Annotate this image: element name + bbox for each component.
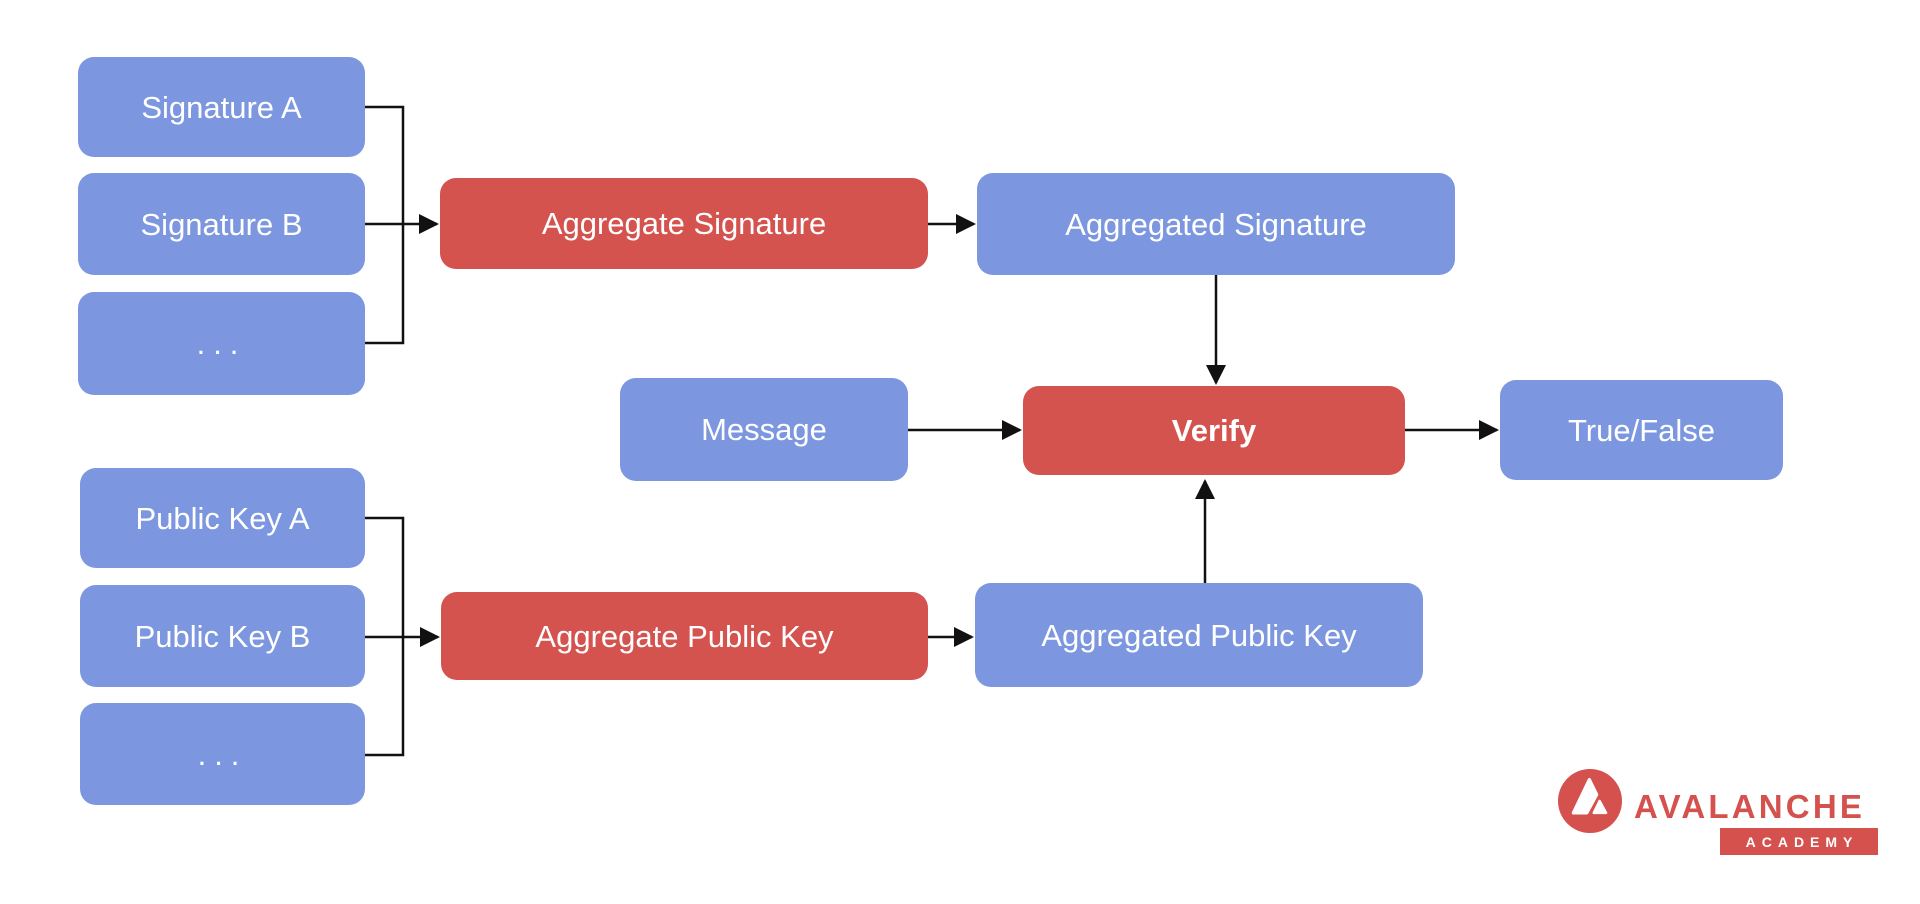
node-aggregated-public-key-label: Aggregated Public Key: [1041, 617, 1357, 653]
avalanche-logo-icon: [1558, 769, 1622, 833]
node-aggregated-public-key: Aggregated Public Key: [975, 583, 1423, 687]
node-signature-b-label: Signature B: [140, 206, 303, 242]
node-public-key-a: Public Key A: [80, 468, 365, 568]
avalanche-wordmark: AVALANCHE: [1634, 788, 1866, 825]
node-verify-label: Verify: [1171, 413, 1257, 448]
node-message-label: Message: [701, 412, 827, 447]
node-aggregate-signature: Aggregate Signature: [440, 178, 928, 269]
node-aggregate-signature-label: Aggregate Signature: [541, 206, 827, 241]
node-public-key-more: ...: [80, 703, 365, 805]
node-public-key-b: Public Key B: [80, 585, 365, 687]
node-verify: Verify: [1023, 386, 1405, 475]
node-public-key-more-label: ...: [197, 736, 248, 772]
academy-badge-label: ACADEMY: [1745, 833, 1859, 850]
node-signature-more-label: ...: [196, 326, 247, 361]
node-aggregated-signature: Aggregated Signature: [977, 173, 1455, 275]
node-true-false-label: True/False: [1567, 412, 1715, 448]
node-public-key-b-label: Public Key B: [134, 618, 311, 654]
node-true-false: True/False: [1500, 380, 1783, 480]
node-signature-a-label: Signature A: [141, 89, 302, 125]
node-public-key-a-label: Public Key A: [135, 500, 310, 536]
avalanche-academy-logo: AVALANCHE ACADEMY: [1556, 767, 1886, 859]
node-aggregate-public-key-label: Aggregate Public Key: [535, 618, 834, 654]
node-aggregated-signature-label: Aggregated Signature: [1065, 206, 1367, 242]
node-signature-b: Signature B: [78, 173, 365, 275]
node-aggregate-public-key: Aggregate Public Key: [441, 592, 928, 680]
node-signature-a: Signature A: [78, 57, 365, 157]
node-signature-more: ...: [78, 292, 365, 395]
node-message: Message: [620, 378, 908, 481]
academy-badge: ACADEMY: [1720, 828, 1878, 855]
